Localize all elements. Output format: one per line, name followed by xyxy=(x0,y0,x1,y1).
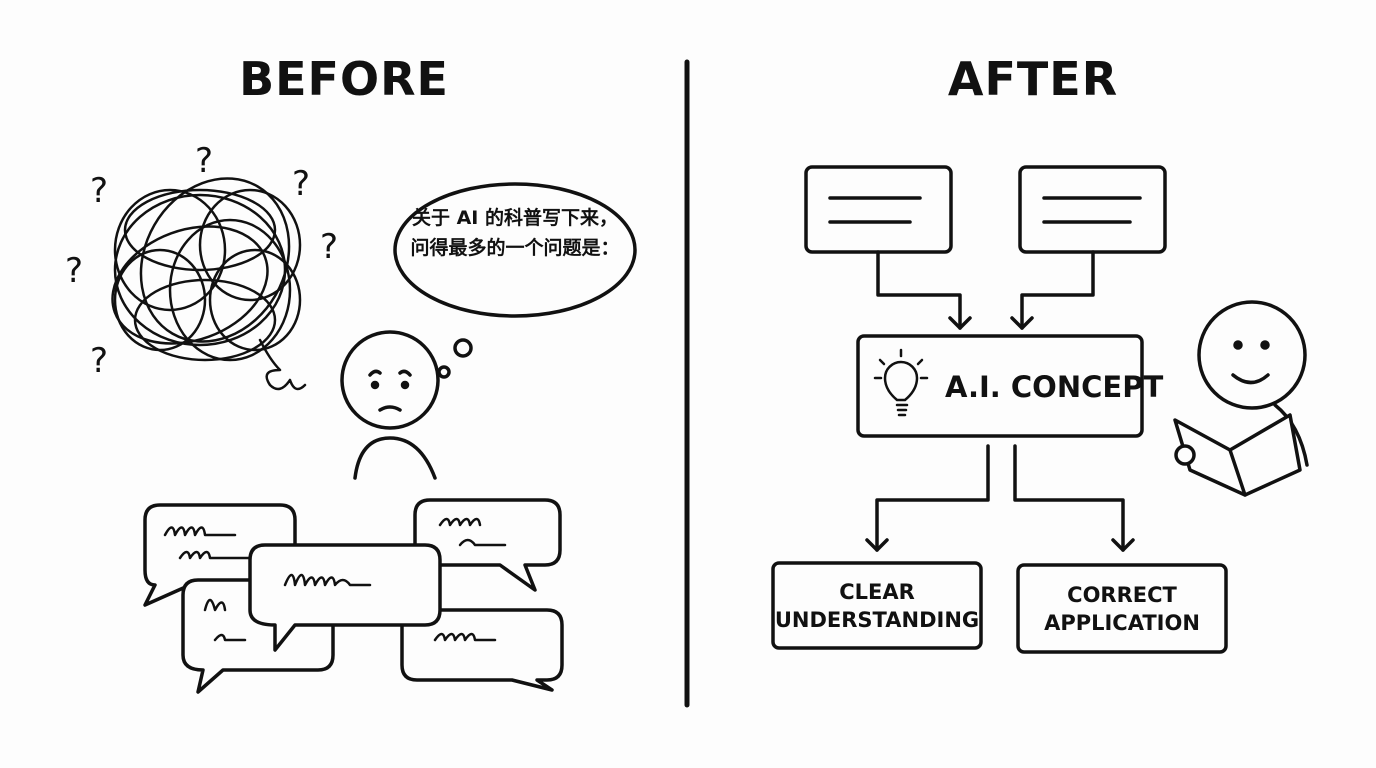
svg-text:?: ? xyxy=(65,251,83,291)
thought-dot xyxy=(453,338,473,358)
input-box-1 xyxy=(804,165,953,254)
outcome-box-2 xyxy=(1016,563,1228,654)
svg-text:?: ? xyxy=(90,341,108,381)
thought-bubble xyxy=(393,182,637,318)
outcome-correct-application: CORRECT APPLICATION xyxy=(1018,581,1226,637)
reading-person-icon xyxy=(1173,300,1309,497)
outcome-line: APPLICATION xyxy=(1044,611,1200,635)
before-title: BEFORE xyxy=(239,52,449,106)
question-marks-icon: ??? ??? xyxy=(65,141,338,381)
concept-label: A.I. CONCEPT xyxy=(945,370,1164,404)
confused-person-icon xyxy=(340,330,440,480)
outcome-box-1 xyxy=(771,561,983,650)
thought-dot xyxy=(437,365,451,379)
speech-bubbles-icon xyxy=(143,498,564,694)
outcome-line: CORRECT xyxy=(1067,583,1177,607)
lightbulb-icon xyxy=(873,348,929,417)
svg-text:?: ? xyxy=(320,227,338,267)
svg-text:?: ? xyxy=(292,164,310,204)
input-box-2 xyxy=(1018,165,1167,254)
after-title: AFTER xyxy=(947,52,1119,106)
flow-diagram xyxy=(771,165,1228,654)
arrow xyxy=(1020,250,1095,330)
arrow xyxy=(875,444,990,552)
svg-text:?: ? xyxy=(195,141,213,181)
svg-text:?: ? xyxy=(90,171,108,211)
outcome-line: CLEAR xyxy=(839,580,915,604)
arrow xyxy=(876,250,962,330)
arrow xyxy=(1013,444,1125,552)
concept-box xyxy=(856,334,1144,438)
thought-text: 关于 AI 的科普写下来，问得最多的一个问题是： xyxy=(410,207,620,259)
outcome-line: UNDERSTANDING xyxy=(774,608,980,632)
tangled-scribble-icon xyxy=(111,177,307,391)
outcome-clear-understanding: CLEAR UNDERSTANDING xyxy=(773,578,981,634)
